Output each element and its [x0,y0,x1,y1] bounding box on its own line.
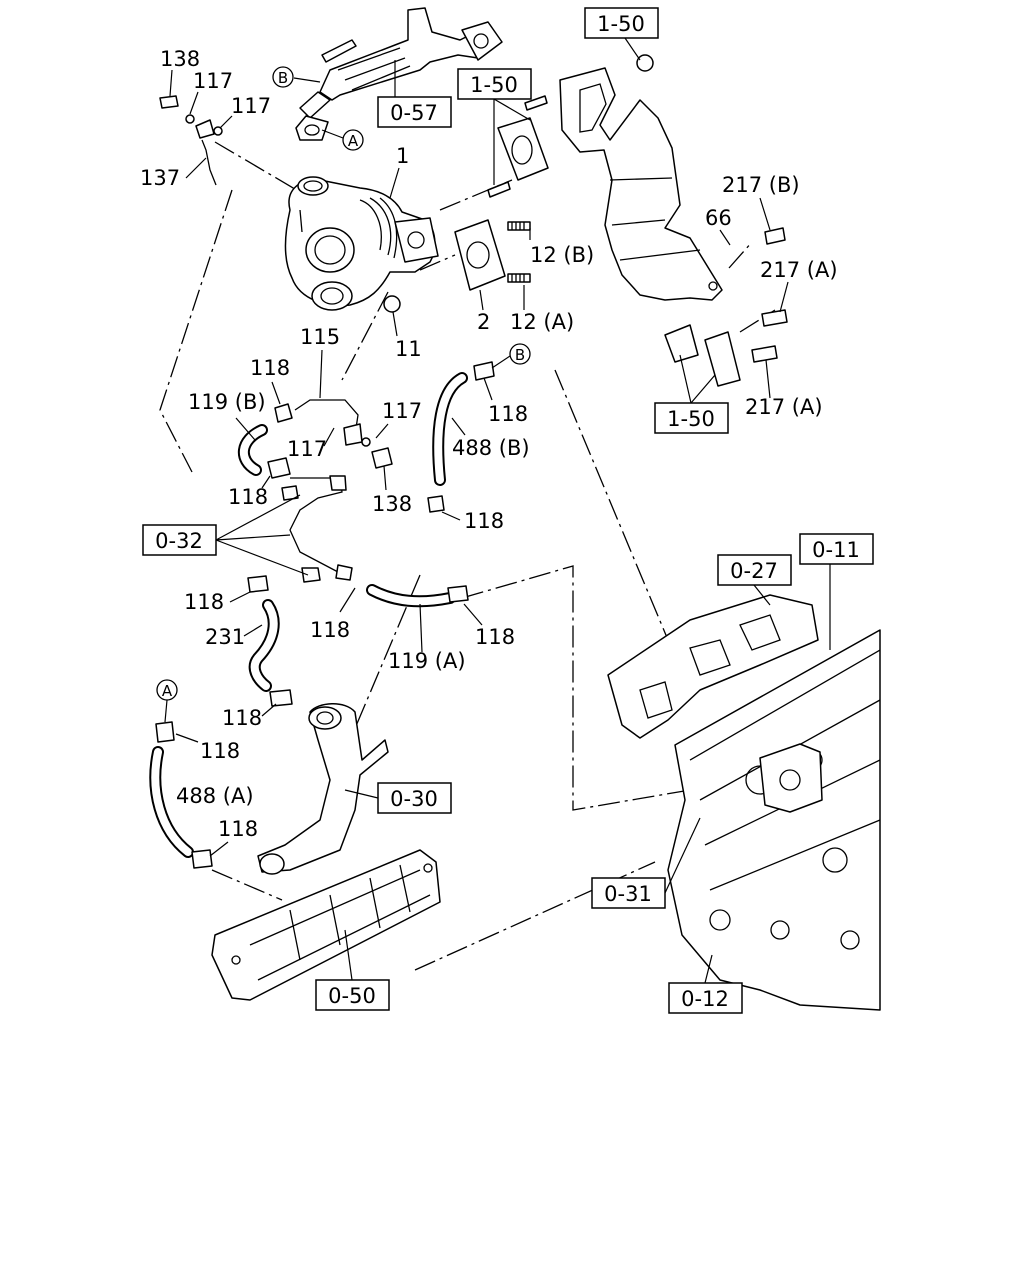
egr-cooler-0-50 [211,849,441,1001]
water-pipe-0-30 [257,703,389,875]
label-11: 11 [395,337,422,361]
label-118-3: 118 [488,402,528,426]
ref-box-0-31: 0-31 [591,877,666,909]
label-118-8: 118 [222,706,262,730]
label-117-a: 117 [193,69,233,93]
oil-return-pipe-115 [294,399,393,469]
label-117-d: 117 [287,437,327,461]
oil-pipe-137 [159,95,223,186]
svg-text:0-30: 0-30 [390,787,438,811]
ref-box-1-50-gasket: 1-50 [457,68,532,100]
label-12a: 12 (A) [510,310,574,334]
circle-marker-a-low: A [156,679,178,701]
label-117-c: 117 [382,399,422,423]
label-118-4: 118 [464,509,504,533]
label-66: 66 [705,206,732,230]
label-118-10: 118 [218,817,258,841]
label-217a-2: 217 (A) [745,395,823,419]
water-pipe-0-32 [281,475,353,583]
exhaust-pipe-catalyst [559,54,788,387]
svg-text:0-50: 0-50 [328,984,376,1008]
svg-text:0-31: 0-31 [604,882,652,906]
svg-text:1-50: 1-50 [667,407,715,431]
label-118-7: 118 [475,625,515,649]
label-118-5: 118 [184,590,224,614]
hoses [149,372,468,858]
ref-box-0-57: 0-57 [377,96,452,128]
ref-box-0-12: 0-12 [668,982,743,1014]
label-217a-1: 217 (A) [760,258,838,282]
circle-marker-b-mid: B [509,343,531,365]
svg-text:1-50: 1-50 [597,12,645,36]
label-119a: 119 (A) [388,649,466,673]
hose-clamps [155,361,495,869]
exhaust-gasket-small [487,95,549,198]
ref-box-1-50-bottom: 1-50 [654,402,729,434]
ref-box-0-32: 0-32 [142,524,217,556]
label-117-b: 117 [231,94,271,118]
label-2: 2 [477,310,490,334]
label-138-top: 138 [160,47,200,71]
svg-text:A: A [162,682,173,700]
label-231: 231 [205,625,245,649]
label-12b: 12 (B) [530,243,594,267]
svg-text:0-32: 0-32 [155,529,203,553]
label-488b: 488 (B) [452,436,530,460]
ref-box-0-30: 0-30 [377,782,452,814]
label-115: 115 [300,325,340,349]
ref-box-0-11: 0-11 [799,533,874,565]
svg-text:0-12: 0-12 [681,987,729,1011]
label-488a: 488 (A) [176,784,254,808]
circle-marker-b-top: B [272,66,294,88]
svg-text:B: B [515,346,525,364]
exhaust-manifold-0-27 [607,594,819,739]
svg-text:0-11: 0-11 [812,538,860,562]
label-118-2: 118 [228,485,268,509]
ref-box-0-50: 0-50 [315,979,390,1011]
label-118-1: 118 [250,356,290,380]
svg-text:A: A [348,132,359,150]
label-118-6: 118 [310,618,350,642]
label-137: 137 [140,166,180,190]
circle-marker-a-top: A [342,129,364,151]
label-118-9: 118 [200,739,240,763]
svg-text:0-27: 0-27 [730,559,778,583]
svg-text:1-50: 1-50 [470,73,518,97]
engine-block-0-12 [667,629,881,1011]
label-119b: 119 (B) [188,390,266,414]
egr-cooler-pipe [295,7,503,141]
turbo-gasket-and-studs [454,219,531,291]
label-138-mid: 138 [372,492,412,516]
ref-box-1-50-top: 1-50 [584,7,659,39]
label-1: 1 [396,144,409,168]
label-217b: 217 (B) [722,173,800,197]
svg-text:0-57: 0-57 [390,101,438,125]
part-labels: 138 117 117 137 1 12 (B) 2 12 (A) 11 217… [140,47,838,857]
turbocharger [284,176,439,313]
svg-text:B: B [278,69,288,87]
ref-box-0-27: 0-27 [717,554,792,586]
